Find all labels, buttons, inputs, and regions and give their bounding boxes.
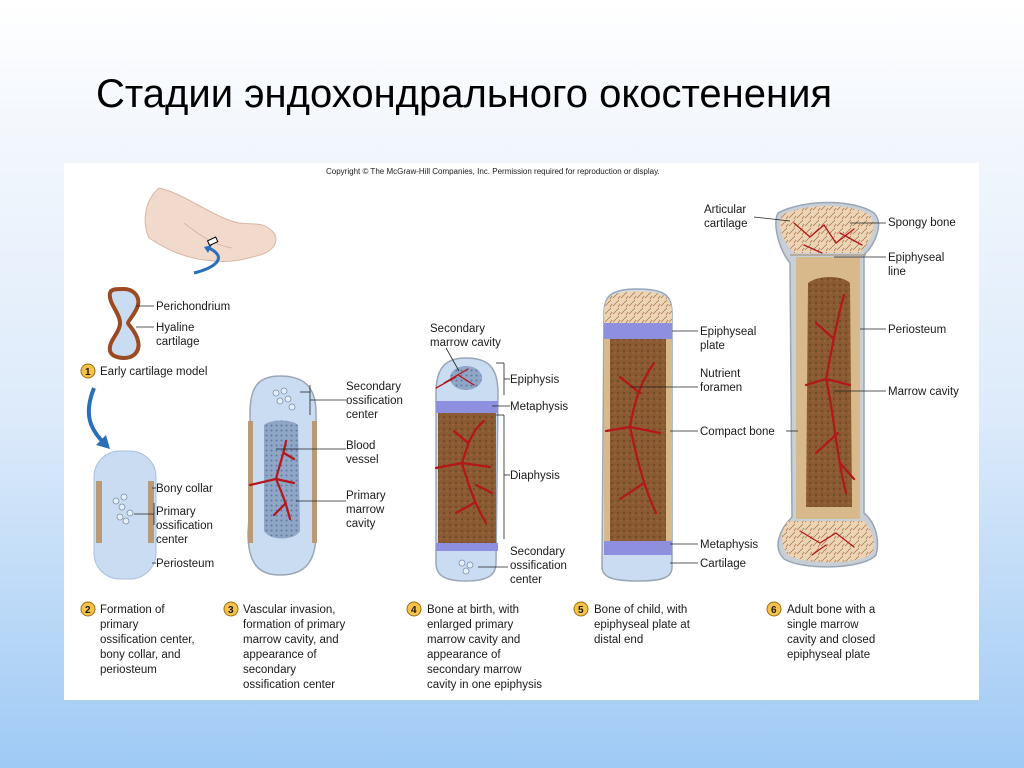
label-vessel: vessel xyxy=(346,454,379,466)
blood-vessel-stage-4 xyxy=(434,419,494,525)
caption-stage-3-line-1: Vascular invasion, xyxy=(243,604,335,616)
label-ossification-3: ossification xyxy=(346,395,403,407)
caption-stage-2-line-5: periosteum xyxy=(100,664,157,676)
caption-stage-2-line-3: ossification center, xyxy=(100,634,195,646)
label-articular-cartilage: cartilage xyxy=(704,218,747,230)
spongy-bone-lower xyxy=(782,521,874,563)
label-blood: Blood xyxy=(346,440,375,452)
progression-arrow-1 xyxy=(86,387,106,445)
label-epiphysis: Epiphysis xyxy=(510,374,559,386)
label-spongy-bone: Spongy bone xyxy=(888,217,956,229)
label-nutrient: Nutrient xyxy=(700,368,741,380)
early-cartilage-model xyxy=(107,286,141,360)
step-number-6: 6 xyxy=(771,605,777,616)
copyright-note: Copyright © The McGraw-Hill Companies, I… xyxy=(326,167,660,176)
caption-stage-6-line-2: single marrow xyxy=(787,619,859,631)
stage-2: Bony collar Primary ossification center … xyxy=(80,450,214,676)
label-metaphysis: Metaphysis xyxy=(510,401,568,413)
step-badge-5 xyxy=(573,601,589,617)
label-secondary: Secondary xyxy=(346,381,401,393)
caption-stage-4-line-1: Bone at birth, with xyxy=(427,604,519,616)
caption-stage-5-line-1: Bone of child, with xyxy=(594,604,687,616)
caption-stage-4-line-4: appearance of xyxy=(427,649,501,661)
label-hyaline: Hyaline xyxy=(156,322,194,334)
caption-stage-6-line-1: Adult bone with a xyxy=(787,604,876,616)
caption-stage-6-line-4: epiphyseal plate xyxy=(787,649,870,661)
label-metaphysis-5: Metaphysis xyxy=(700,539,758,551)
step-badge-2 xyxy=(80,601,96,617)
nutrient-vessel-stage-5 xyxy=(604,361,662,515)
label-plate-5: plate xyxy=(700,340,725,352)
caption-stage-3-line-4: appearance of xyxy=(243,649,317,661)
ossification-diagram: Copyright © The McGraw-Hill Companies, I… xyxy=(80,167,959,691)
label-line-6: line xyxy=(888,266,906,278)
caption-stage-3-line-2: formation of primary xyxy=(243,619,346,631)
nutrient-vessel-stage-6 xyxy=(804,293,856,495)
embryo-hand-illustration xyxy=(144,187,277,262)
label-diaphysis: Diaphysis xyxy=(510,470,560,482)
label-epiphyseal-5: Epiphyseal xyxy=(700,326,756,338)
blood-vessel-stage-3 xyxy=(248,439,296,521)
label-ossification-4: ossification xyxy=(510,560,567,572)
caption-stage-5-line-3: distal end xyxy=(594,634,643,646)
step-number-3: 3 xyxy=(228,605,234,616)
stage-4: Secondary marrow cavity Epiphysis Metaph… xyxy=(406,323,568,691)
label-bony-collar: Bony collar xyxy=(156,483,213,495)
label-cavity-3: cavity xyxy=(346,518,376,530)
label-center-3: center xyxy=(346,409,378,421)
label-secondary-4b: Secondary xyxy=(510,546,565,558)
caption-stage-4-line-6: cavity in one epiphysis xyxy=(427,679,542,691)
label-articular: Articular xyxy=(704,204,746,216)
label-ossification: ossification xyxy=(156,520,213,532)
caption-stage-4-line-3: marrow cavity and xyxy=(427,634,520,646)
step-number-4: 4 xyxy=(411,605,417,616)
caption-stage-4-line-5: secondary marrow xyxy=(427,664,522,676)
caption-stage-2-line-2: primary xyxy=(100,619,139,631)
stage-1: Perichondrium Hyaline cartilage 1 Early … xyxy=(80,187,277,449)
label-compact-bone: Compact bone xyxy=(700,426,775,438)
step-badge-3 xyxy=(223,601,239,617)
figure-panel: Copyright © The McGraw-Hill Companies, I… xyxy=(64,163,979,700)
step-number-2: 2 xyxy=(85,605,91,616)
label-epiphyseal-6: Epiphyseal xyxy=(888,252,944,264)
step-badge-1 xyxy=(80,363,96,379)
label-cartilage-5: Cartilage xyxy=(700,558,746,570)
caption-stage-6-line-3: cavity and closed xyxy=(787,634,875,646)
caption-stage-5-line-2: epiphyseal plate at xyxy=(594,619,691,631)
step-number-1: 1 xyxy=(85,367,91,378)
secondary-marrow-cavity xyxy=(450,366,482,390)
label-foramen: foramen xyxy=(700,382,742,394)
step-badge-6 xyxy=(766,601,782,617)
caption-stage-3-line-5: secondary xyxy=(243,664,296,676)
cartilage-model-stage-2 xyxy=(93,450,157,580)
label-center: center xyxy=(156,534,188,546)
slide-title: Стадии эндохондрального окостенения xyxy=(96,72,833,116)
caption-stage-3-line-3: marrow cavity, and xyxy=(243,634,339,646)
stage-5: Epiphyseal plate Nutrient foramen Compac… xyxy=(573,288,775,646)
step-number-5: 5 xyxy=(578,605,584,616)
label-marrow-cavity-6: Marrow cavity xyxy=(888,386,959,398)
marrow-cavity-stage-5 xyxy=(610,339,666,541)
caption-stage-4-line-2: enlarged primary xyxy=(427,619,514,631)
label-periosteum: Periosteum xyxy=(156,558,214,570)
label-cartilage: cartilage xyxy=(156,336,199,348)
caption-stage-3-line-6: ossification center xyxy=(243,679,335,691)
label-primary-3: Primary xyxy=(346,490,386,502)
label-perichondrium: Perichondrium xyxy=(156,301,230,313)
label-secondary-4: Secondary xyxy=(430,323,485,335)
label-periosteum-6: Periosteum xyxy=(888,324,946,336)
label-primary: Primary xyxy=(156,506,196,518)
stage-3: Secondary ossification center Blood vess… xyxy=(223,375,403,691)
caption-stage-1: Early cartilage model xyxy=(100,366,207,378)
step-badge-4 xyxy=(406,601,422,617)
stage-6: Articular cartilage Spongy bone Epiphyse… xyxy=(704,201,959,661)
label-marrow-3: marrow xyxy=(346,504,385,516)
label-center-4: center xyxy=(510,574,542,586)
caption-stage-2-line-1: Formation of xyxy=(100,604,165,616)
caption-stage-2-line-4: bony collar, and xyxy=(100,649,181,661)
epiphyseal-plate-stage-5 xyxy=(604,323,672,339)
label-marrow-cavity-4: marrow cavity xyxy=(430,337,501,349)
